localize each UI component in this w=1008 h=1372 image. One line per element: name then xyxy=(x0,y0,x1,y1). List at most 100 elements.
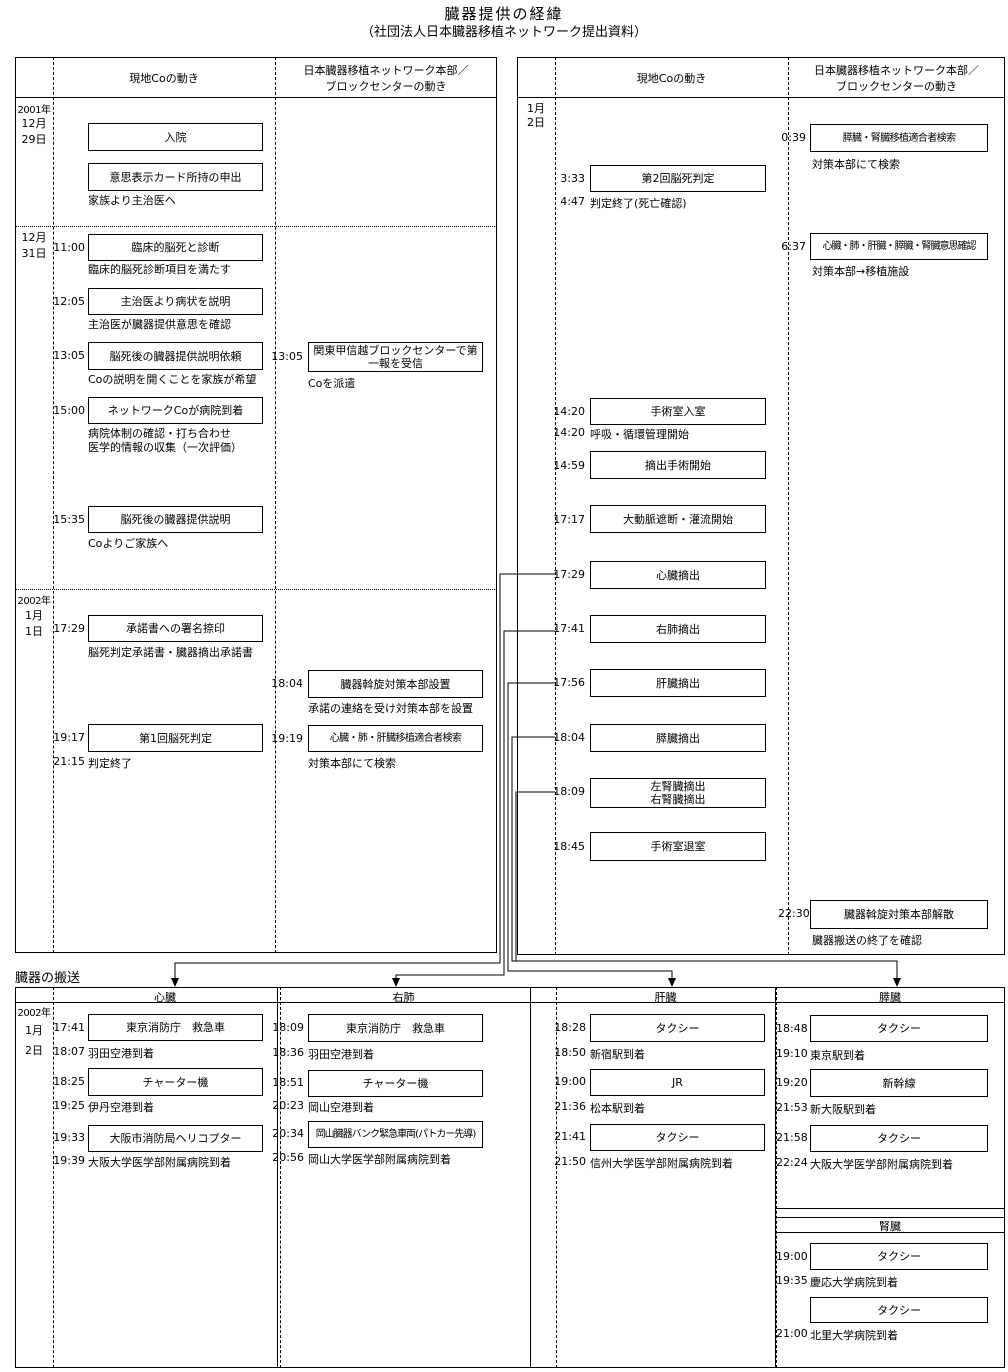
left-column-divider xyxy=(275,57,276,953)
transport-arrival-time: 18:50 xyxy=(554,1046,586,1059)
event-time: 22:30 xyxy=(778,907,810,920)
event-label: 臓器斡旋対策本部解散 xyxy=(844,908,954,921)
right-header-network-1: 日本臓器移植ネットワーク本部／ xyxy=(814,64,979,77)
event-label: ネットワークCoが病院到着 xyxy=(107,404,244,417)
transport-arrival: 新宿駅到着 xyxy=(590,1048,645,1061)
transport-gutter-divider-1 xyxy=(280,987,281,1368)
transport-time: 19:33 xyxy=(53,1131,85,1144)
left-row-divider-2 xyxy=(15,589,497,590)
transport-arrival-time: 19:10 xyxy=(776,1047,808,1060)
event-note: Coの説明を開くことを家族が希望 xyxy=(88,373,257,386)
date-month: 1月 xyxy=(25,1024,43,1037)
event-label: 脳死後の臓器提供説明依頼 xyxy=(109,349,242,363)
event-label: 臨床的脳死と診断 xyxy=(131,241,220,254)
event-time: 19:19 xyxy=(271,732,303,745)
event-label: 入院 xyxy=(164,130,187,144)
arrow-liver xyxy=(668,978,676,987)
event-time: 14:59 xyxy=(553,459,585,472)
transport-arrival-time: 19:35 xyxy=(776,1274,808,1287)
transport-arrival: 羽田空港到着 xyxy=(308,1048,374,1061)
event-note: 臨床的脳死診断項目を満たす xyxy=(88,263,231,276)
transport-label: 新幹線 xyxy=(882,1076,916,1090)
arrow-right-lung xyxy=(392,978,400,987)
event-time: 13:05 xyxy=(53,349,85,362)
event-label: 臓器斡旋対策本部設置 xyxy=(340,677,451,691)
transport-arrival: 信州大学医学部附属病院到着 xyxy=(590,1157,733,1170)
transport-section-title: 臓器の搬送 xyxy=(15,971,81,986)
transport-date-divider xyxy=(53,987,54,1368)
left-header-network-1: 日本臓器移植ネットワーク本部／ xyxy=(303,64,469,77)
transport-time: 17:41 xyxy=(53,1021,85,1034)
transport-box: タクシー xyxy=(810,1015,988,1042)
event-box: 承諾書への署名捺印 xyxy=(88,615,263,642)
right-column-divider xyxy=(788,57,789,955)
transport-label: タクシー xyxy=(877,1303,921,1317)
event-label: 膵臓・腎臓移植適合者検索 xyxy=(842,132,956,144)
event-note-time: 4:47 xyxy=(560,195,585,208)
transport-arrival-time: 19:25 xyxy=(53,1099,85,1112)
event-note: 対策本部にて検索 xyxy=(308,757,396,770)
event-note: Coを派遣 xyxy=(308,377,356,390)
transport-box: チャーター機 xyxy=(308,1070,483,1097)
event-label: 大動脈遮断・灌流開始 xyxy=(623,512,733,526)
transport-arrival: 岡山大学医学部附属病院到着 xyxy=(308,1153,451,1166)
right-header-divider xyxy=(517,97,1005,98)
event-note: 臓器搬送の終了を確認 xyxy=(812,934,922,947)
transport-arrival-time: 20:23 xyxy=(272,1099,304,1112)
event-label: 左腎臓摘出右腎臓摘出 xyxy=(651,780,706,806)
transport-box: 大阪市消防局ヘリコプター xyxy=(88,1125,263,1152)
event-label: 心臓・肺・肝臓移植適合者検索 xyxy=(329,733,462,744)
event-box: 手術室退室 xyxy=(590,832,766,861)
transport-time: 19:00 xyxy=(554,1075,586,1088)
transport-time: 18:28 xyxy=(554,1021,586,1034)
transport-box: タクシー xyxy=(590,1124,765,1151)
page-title: 臓器提供の経緯 xyxy=(444,5,564,23)
event-note-time: 14:20 xyxy=(553,426,585,439)
transport-arrival: 東京駅到着 xyxy=(810,1049,865,1062)
event-note: 対策本部にて検索 xyxy=(812,158,900,171)
left-header-network-2: ブロックセンターの動き xyxy=(325,80,447,93)
event-note: 呼吸・循環管理開始 xyxy=(590,428,689,441)
left-date-column-divider xyxy=(53,57,54,953)
event-label: 第1回脳死判定 xyxy=(139,731,212,745)
transport-header-divider xyxy=(15,1002,1005,1003)
transport-header-right-lung: 右肺 xyxy=(392,991,415,1004)
date-day: 2日 xyxy=(527,116,545,129)
event-time: 11:00 xyxy=(53,241,85,254)
right-date-column-divider xyxy=(555,57,556,955)
event-box: 肝臓摘出 xyxy=(590,669,766,697)
event-box: 主治医より病状を説明 xyxy=(88,288,263,315)
transport-label: 東京消防庁 救急車 xyxy=(346,1021,445,1035)
transport-header-liver: 肝臓 xyxy=(654,991,677,1004)
transport-label: 岡山臓器バンク緊急車両(パトカー先導) xyxy=(315,1129,477,1140)
right-header-local: 現地Coの動き xyxy=(636,72,707,85)
transport-header-kidney: 腎臓 xyxy=(775,1217,1005,1233)
transport-label: タクシー xyxy=(877,1022,921,1035)
event-label-line1: 左腎臓摘出 xyxy=(650,780,706,793)
event-box: 関東甲信越ブロックセンターで第一報を受信 xyxy=(308,342,483,372)
date-day: 2日 xyxy=(25,1044,43,1057)
left-row-divider-1 xyxy=(15,226,497,227)
event-note: 脳死判定承諾書・臓器摘出承諾書 xyxy=(88,646,253,659)
event-label: 第2回脳死判定 xyxy=(641,172,715,185)
transport-label: 大阪市消防局ヘリコプター xyxy=(109,1132,242,1145)
transport-box: 東京消防庁 救急車 xyxy=(88,1014,263,1041)
event-time: 15:00 xyxy=(53,404,85,417)
transport-time: 18:48 xyxy=(776,1022,808,1035)
event-label: 手術室退室 xyxy=(650,840,706,853)
date-day: 31日 xyxy=(21,247,47,260)
event-note: 承諾の連絡を受け対策本部を設置 xyxy=(308,702,473,715)
transport-time: 18:09 xyxy=(272,1021,304,1034)
event-box: 右肺摘出 xyxy=(590,615,766,643)
event-box: 大動脈遮断・灌流開始 xyxy=(590,505,766,533)
event-time: 14:20 xyxy=(553,405,585,418)
event-time: 15:35 xyxy=(53,513,85,526)
transport-arrival-time: 21:50 xyxy=(554,1155,586,1168)
transport-column-border-3 xyxy=(775,987,776,1368)
transport-time: 18:51 xyxy=(272,1076,304,1089)
transport-time: 21:41 xyxy=(554,1130,586,1143)
transport-box: タクシー xyxy=(810,1125,988,1152)
event-time: 19:17 xyxy=(53,731,85,744)
date-year: 2001年 xyxy=(17,105,51,116)
